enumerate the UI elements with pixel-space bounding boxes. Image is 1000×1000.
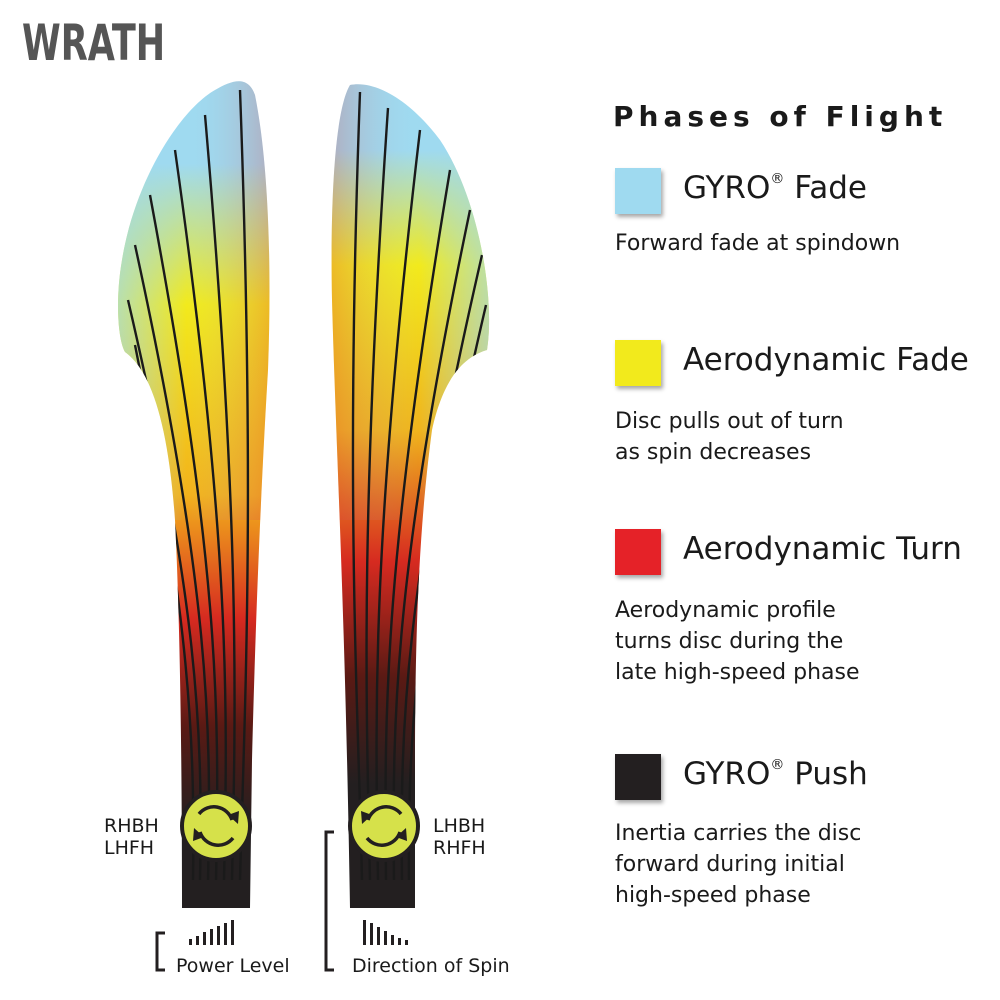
- disc-clockwise-icon: [180, 790, 252, 862]
- left-throw-types: RHBH LHFH: [104, 815, 159, 859]
- legend-label: GYRO® Push: [683, 756, 868, 792]
- aero-turn-swatch: [615, 529, 661, 575]
- direction-of-spin-label: Direction of Spin: [352, 955, 510, 977]
- left-flight-path: [118, 81, 270, 908]
- gyro-fade-swatch: [615, 168, 661, 214]
- flight-path-diagram: [118, 81, 490, 972]
- legend-label: GYRO® Fade: [683, 170, 867, 206]
- gyro-push-swatch: [615, 754, 661, 800]
- power-level-label: Power Level: [176, 955, 290, 977]
- direction-of-spin-icon: [324, 830, 408, 972]
- right-throw-types: LHBH RHFH: [433, 815, 486, 859]
- registered-mark: ®: [770, 170, 785, 187]
- legend-label: Aerodynamic Turn: [683, 531, 962, 567]
- right-flight-path: [331, 84, 490, 908]
- legend-suffix: Push: [784, 756, 868, 792]
- legend-description: Disc pulls out of turn as spin decreases: [615, 409, 844, 465]
- legend-label: Aerodynamic Fade: [683, 342, 969, 378]
- power-level-icon: [155, 920, 234, 972]
- legend-heading: Phases of Flight: [613, 100, 948, 133]
- legend-description: Aerodynamic profile turns disc during th…: [615, 598, 860, 685]
- page-title: WRATH: [22, 14, 166, 72]
- legend-suffix: Fade: [784, 170, 867, 206]
- registered-mark: ®: [770, 756, 785, 773]
- legend-name: GYRO: [683, 170, 771, 206]
- legend-name: GYRO: [683, 756, 771, 792]
- disc-counterclockwise-icon: [348, 790, 420, 862]
- legend-description: Forward fade at spindown: [615, 231, 901, 256]
- aero-fade-swatch: [615, 340, 661, 386]
- legend-description: Inertia carries the disc forward during …: [615, 821, 862, 908]
